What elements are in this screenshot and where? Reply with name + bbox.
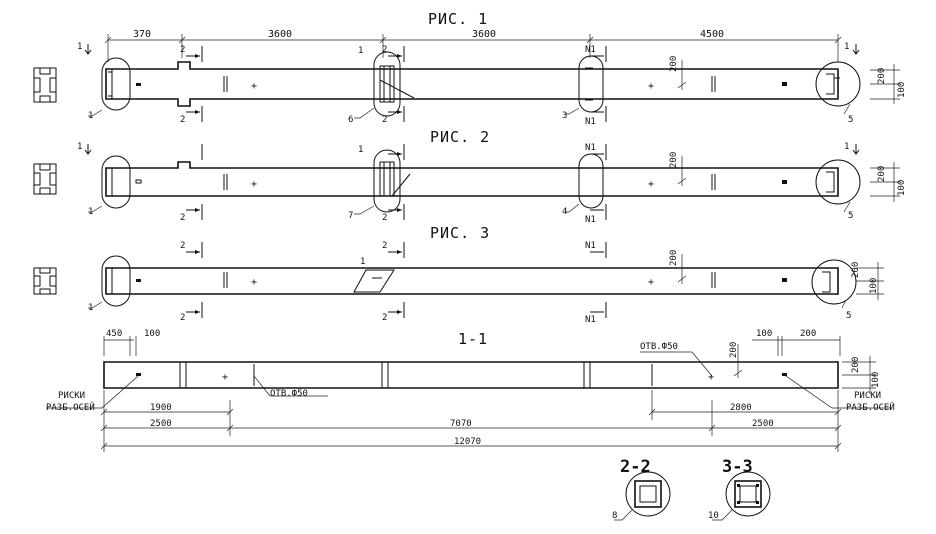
svg-text:+: +: [251, 81, 257, 92]
sec-dim-100-left: 100: [144, 329, 160, 339]
dim-370: 370: [133, 29, 151, 40]
note-hole-left: ОТВ.Ф50: [270, 389, 308, 399]
sec-dim-hole-200: 200: [729, 342, 739, 358]
callout-6: 6: [348, 115, 353, 125]
section-1-1-title: 1-1: [458, 330, 488, 348]
dim-right-100-fig1: 100: [897, 82, 907, 98]
sec-dim-h200: 200: [851, 357, 861, 373]
callout-5-fig1: 5: [848, 115, 853, 125]
svg-text:+: +: [251, 277, 257, 288]
cut-n1-top-fig2: N1: [585, 143, 596, 153]
section-3-3-label: 3-3: [722, 457, 753, 477]
dim-right-200-fig1: 200: [877, 68, 887, 84]
sec-dim-200-right: 200: [800, 329, 816, 339]
cut-2-bottom-a-fig3: 2: [180, 313, 185, 323]
section-2-2: 2-2 8: [612, 457, 671, 521]
cut-2-top-a: 2: [180, 45, 185, 55]
section-1-1: 450 100 100 200 + + 200 100 ОТВ.Ф50 ОТВ.…: [46, 329, 895, 452]
callout-1-top-fig2: 1: [358, 145, 363, 155]
cut-2-top-b: 2: [382, 45, 387, 55]
sec-dim-h100: 100: [871, 372, 881, 388]
cut-n1-bottom-fig2: N1: [585, 215, 596, 225]
sec-dim-450: 450: [106, 329, 122, 339]
dim-right-200-fig3: 200: [851, 262, 861, 278]
callout-1-fig2: 1: [88, 207, 93, 217]
callout-3: 3: [562, 111, 567, 121]
callout-1-fig1: 1: [88, 111, 93, 121]
svg-text:+: +: [222, 372, 228, 383]
figure-2-beam: + + 1 1 2 2 N1 N1 200 200 100 1 1 7 4 5: [77, 142, 907, 225]
cross-section-fig3: [33, 267, 57, 295]
figure-3-beam: + + 2 2 2 2 N1 N1 200 200 100 1 1 5: [88, 241, 884, 325]
dim-right-200-fig2: 200: [877, 166, 887, 182]
dim-200-fig1: 200: [669, 56, 679, 72]
svg-text:+: +: [648, 277, 654, 288]
dim-right-100-fig3: 100: [869, 278, 879, 294]
sec-dim-12070: 12070: [454, 437, 481, 447]
figure-3-title: РИС. 3: [430, 224, 490, 242]
sec-dim-100-right: 100: [756, 329, 772, 339]
figure-1-title: РИС. 1: [428, 10, 488, 28]
sec-dim-2800: 2800: [730, 403, 752, 413]
sec-dim-7070: 7070: [450, 419, 472, 429]
callout-1-top-fig3: 1: [360, 257, 365, 267]
callout-1-top-fig1: 1: [358, 46, 363, 56]
cut-2-bottom-a-fig2: 2: [180, 213, 185, 223]
cut-2-top-a-fig3: 2: [180, 241, 185, 251]
cut-1-right: 1: [844, 42, 849, 52]
svg-text:+: +: [708, 372, 714, 383]
cut-2-bottom-b: 2: [382, 115, 387, 125]
callout-1-fig3: 1: [88, 303, 93, 313]
section-3-3: 3-3 10: [708, 457, 771, 521]
cut-2-bottom-b-fig3: 2: [382, 313, 387, 323]
callout-5-fig3: 5: [846, 311, 851, 321]
dim-200-fig3: 200: [669, 250, 679, 266]
dim-right-100-fig2: 100: [897, 180, 907, 196]
cut-n1-bottom-fig3: N1: [585, 315, 596, 325]
dim-3600-b: 3600: [472, 29, 496, 40]
cut-1-left-fig2: 1: [77, 142, 82, 152]
callout-5-fig2: 5: [848, 211, 853, 221]
cut-2-bottom-b-fig2: 2: [382, 213, 387, 223]
note-risk-left-1: РИСКИ: [58, 391, 85, 401]
cut-1-right-fig2: 1: [844, 142, 849, 152]
note-hole-right: ОТВ.Ф50: [640, 342, 678, 352]
section-2-2-label: 2-2: [620, 457, 651, 477]
svg-text:+: +: [648, 179, 654, 190]
callout-4: 4: [562, 207, 567, 217]
svg-text:+: +: [648, 81, 654, 92]
callout-7: 7: [348, 211, 353, 221]
svg-text:+: +: [251, 179, 257, 190]
cut-n1-top: N1: [585, 45, 596, 55]
callout-8: 8: [612, 511, 617, 521]
sec-dim-2500-right: 2500: [752, 419, 774, 429]
dim-3600-a: 3600: [268, 29, 292, 40]
dim-4500: 4500: [700, 29, 724, 40]
cut-1-left: 1: [77, 42, 82, 52]
cross-section-fig2: [33, 163, 57, 195]
cut-2-bottom-a: 2: [180, 115, 185, 125]
cut-n1-bottom: N1: [585, 117, 596, 127]
note-risk-left-2: РАЗБ.ОСЕЙ: [46, 401, 95, 413]
note-risk-right-1: РИСКИ: [854, 391, 881, 401]
cut-2-top-b-fig3: 2: [382, 241, 387, 251]
cross-section-fig1: [33, 67, 57, 103]
callout-10: 10: [708, 511, 719, 521]
dim-200-fig2: 200: [669, 152, 679, 168]
figure-2-title: РИС. 2: [430, 128, 490, 146]
sec-dim-1900: 1900: [150, 403, 172, 413]
cut-n1-top-fig3: N1: [585, 241, 596, 251]
note-risk-right-2: РАЗБ.ОСЕЙ: [846, 401, 895, 413]
figure-1-beam: 370 3600 3600 4500 + + 1 1 2 2: [77, 29, 907, 127]
sec-dim-2500-left: 2500: [150, 419, 172, 429]
